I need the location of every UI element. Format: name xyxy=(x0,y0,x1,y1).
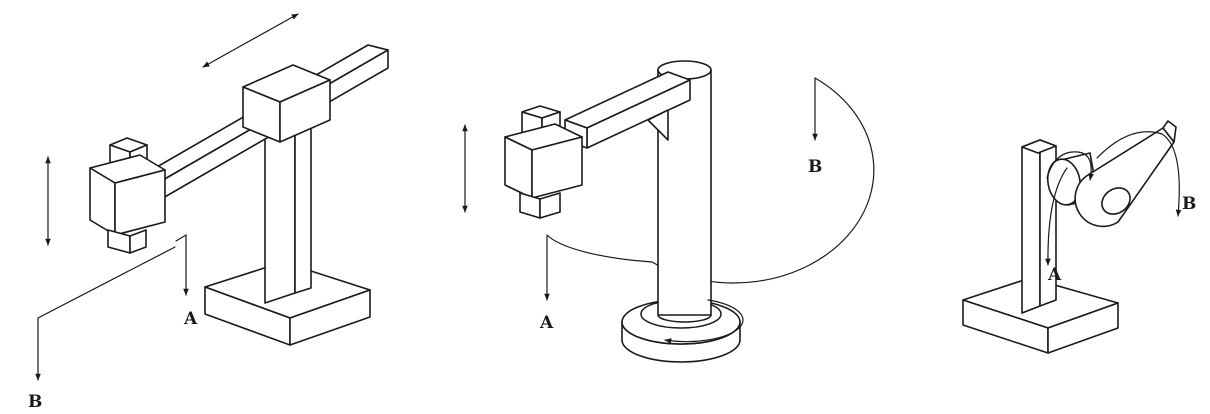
cylindrical-arc-b-back xyxy=(651,77,875,284)
wrist-link-plate xyxy=(1074,120,1177,228)
wrist-arrow-a xyxy=(1045,167,1068,266)
cylindrical-label-b: B xyxy=(808,157,822,177)
cartesian-tool-stub xyxy=(107,229,147,254)
cartesian-column xyxy=(264,122,312,304)
cartesian-traverse-arrow xyxy=(202,13,299,68)
cartesian-gripper-block xyxy=(89,154,166,236)
cartesian-robot-figure: A B xyxy=(28,13,389,412)
wrist-roll-arrow xyxy=(1046,151,1094,181)
cartesian-label-a: A xyxy=(183,309,198,329)
wrist-arrow-b xyxy=(1096,131,1182,217)
wrist-label-b: B xyxy=(1182,194,1196,214)
cylindrical-arc-b-front xyxy=(546,234,653,263)
cartesian-carriage-block xyxy=(242,64,331,143)
wrist-joint-figure: A B xyxy=(962,120,1196,354)
cylindrical-label-a: A xyxy=(539,313,554,333)
cylindrical-tool-stub xyxy=(519,192,561,219)
cylindrical-robot-figure: A B xyxy=(462,60,875,363)
cylindrical-gripper-block xyxy=(504,123,583,199)
wrist-label-a: A xyxy=(1047,265,1062,285)
cylindrical-base-rotation-arrow xyxy=(664,299,744,344)
cartesian-axis-a-arrow xyxy=(175,233,189,296)
cartesian-axis-b-arrow xyxy=(35,246,176,381)
cartesian-label-b: B xyxy=(28,392,42,412)
